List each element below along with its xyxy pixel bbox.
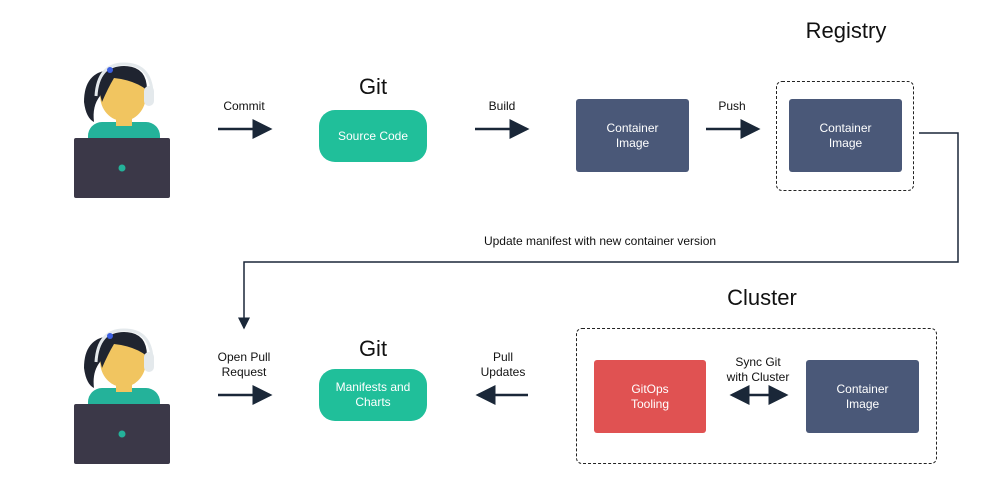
pull-updates-label: Pull Updates xyxy=(480,350,526,379)
push-label: Push xyxy=(718,99,746,113)
cluster-container-image-node: Container Image xyxy=(806,360,919,433)
registry-container-image-node: Container Image xyxy=(789,99,902,172)
container-image-node: Container Image xyxy=(576,99,689,172)
developer-icon xyxy=(74,328,170,464)
update-manifest-connector xyxy=(238,132,959,330)
update-manifest-label: Update manifest with new container versi… xyxy=(483,234,717,248)
gitops-tooling-node: GitOps Tooling xyxy=(594,360,706,433)
sync-git-label: Sync Git with Cluster xyxy=(726,355,790,384)
git-title-bottom: Git xyxy=(358,336,388,361)
cluster-title: Cluster xyxy=(727,285,797,310)
manifests-charts-node: Manifests and Charts xyxy=(319,369,427,421)
git-title-top: Git xyxy=(358,74,388,99)
commit-label: Commit xyxy=(223,99,265,113)
open-pull-request-label: Open Pull Request xyxy=(217,350,271,379)
cluster-boundary xyxy=(576,328,937,464)
developer-icon-bottom xyxy=(74,328,170,464)
source-code-node: Source Code xyxy=(319,110,427,162)
registry-title: Registry xyxy=(805,18,887,43)
build-label: Build xyxy=(488,99,516,113)
registry-boundary xyxy=(776,81,914,191)
developer-icon-top xyxy=(74,62,170,198)
developer-icon xyxy=(74,62,170,198)
